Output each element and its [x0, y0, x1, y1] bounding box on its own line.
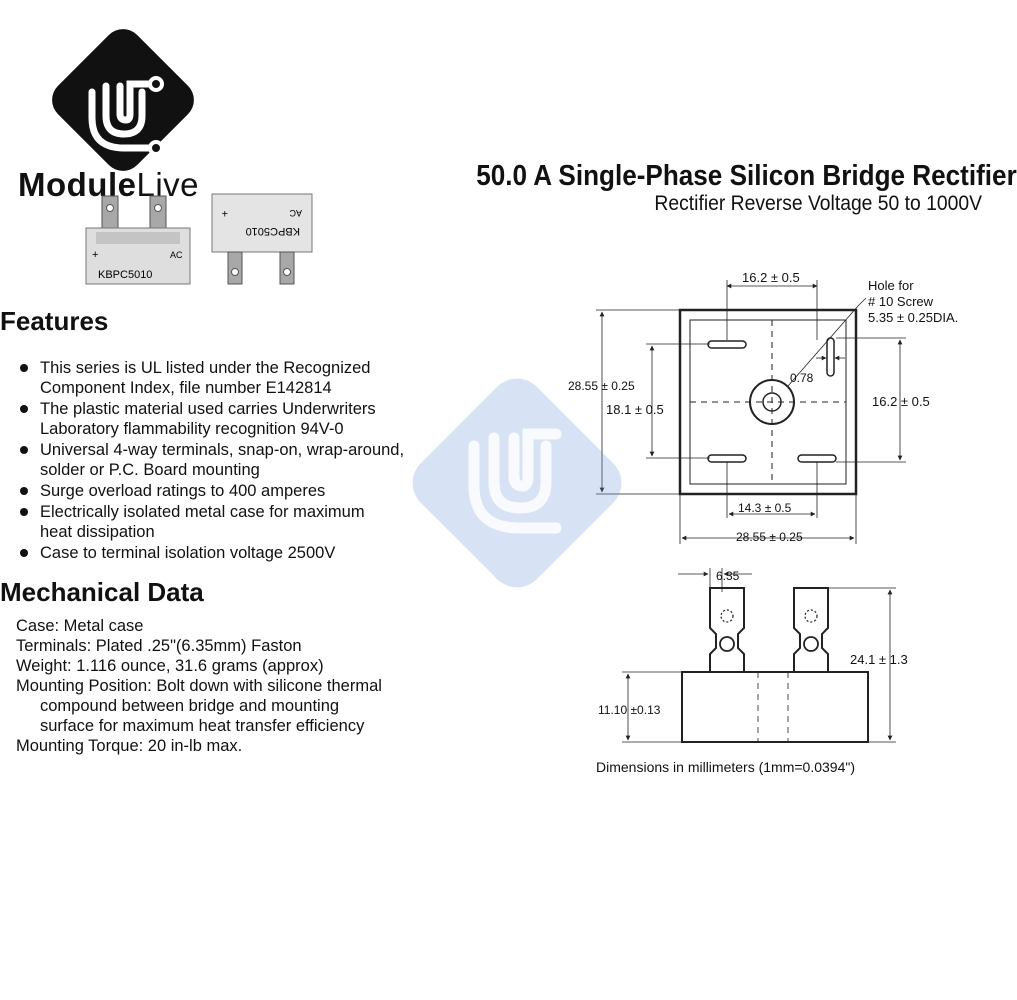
dim-body-height: 11.10 ±0.13 — [598, 703, 661, 717]
hole-label-1: Hole for — [868, 278, 914, 293]
mounting-torque-spec: Mounting Torque: 20 in-lb max. — [16, 737, 243, 755]
dim-terminal-width: 0.78 — [790, 371, 814, 385]
back-part-label: KBPC5010 — [246, 225, 300, 237]
feature-item: Case to terminal isolation voltage 2500V — [16, 543, 466, 563]
weight-spec: Weight: 1.116 ounce, 31.6 grams (approx) — [16, 657, 324, 675]
mounting-position-cont: compound between bridge and mounting — [40, 697, 340, 715]
bullet-icon — [20, 549, 28, 557]
bullet-icon — [20, 508, 28, 516]
feature-item: The plastic material used carries Underw… — [16, 399, 466, 439]
bullet-icon — [20, 405, 28, 413]
front-ac-label: AC — [170, 250, 183, 260]
watermark-logo — [412, 378, 622, 588]
features-heading: Features — [0, 306, 109, 336]
mounting-position-spec: Mounting Position: Bolt down with silico… — [16, 677, 382, 695]
page-subtitle: Rectifier Reverse Voltage 50 to 1000V — [654, 192, 982, 215]
rectifier-photo-back: KBPC5010 AC + — [211, 193, 313, 285]
front-plus-label: + — [92, 249, 98, 261]
feature-item: This series is UL listed under the Recog… — [16, 358, 466, 398]
hole-label-2: # 10 Screw — [868, 294, 934, 309]
side-view-drawing: 6.35 24.1 ± 1.3 11.10 ±0.13 — [598, 568, 908, 743]
dim-right-height: 16.2 ± 0.5 — [872, 394, 930, 409]
dim-outer-height: 28.55 ± 0.25 — [568, 379, 635, 393]
dim-terminal-spacing: 6.35 — [716, 569, 740, 583]
bullet-icon — [20, 446, 28, 454]
back-plus-label: + — [222, 207, 228, 219]
dim-bottom-inner: 14.3 ± 0.5 — [738, 501, 792, 515]
bullet-icon — [20, 364, 28, 372]
rectifier-photo-front: + AC KBPC5010 — [85, 195, 191, 285]
dimensions-note: Dimensions in millimeters (1mm=0.0394") — [596, 759, 855, 775]
module-live-logo — [52, 29, 194, 171]
bullet-icon — [20, 487, 28, 495]
feature-item: Universal 4-way terminals, snap-on, wrap… — [16, 440, 466, 480]
dim-bottom-outer: 28.55 ± 0.25 — [736, 530, 803, 544]
mechanical-data: Case: Metal case Terminals: Plated .25"(… — [16, 616, 476, 756]
mounting-position-cont: surface for maximum heat transfer effici… — [40, 717, 365, 735]
dim-top-width: 16.2 ± 0.5 — [742, 270, 800, 285]
front-part-label: KBPC5010 — [98, 269, 152, 281]
features-list: This series is UL listed under the Recog… — [16, 358, 466, 564]
mechanical-heading: Mechanical Data — [0, 577, 204, 607]
terminals-spec: Terminals: Plated .25"(6.35mm) Faston — [16, 637, 302, 655]
top-view-drawing: 16.2 ± 0.5 Hole for # 10 Screw 5.35 ± 0.… — [568, 270, 958, 544]
dim-inner-height: 18.1 ± 0.5 — [606, 402, 664, 417]
feature-item: Electrically isolated metal case for max… — [16, 502, 466, 542]
dim-total-height: 24.1 ± 1.3 — [850, 652, 908, 667]
page-title: 50.0 A Single-Phase Silicon Bridge Recti… — [476, 160, 1017, 192]
hole-label-3: 5.35 ± 0.25DIA. — [868, 310, 958, 325]
feature-item: Surge overload ratings to 400 amperes — [16, 481, 466, 501]
case-spec: Case: Metal case — [16, 617, 144, 635]
back-ac-label: AC — [289, 208, 302, 218]
